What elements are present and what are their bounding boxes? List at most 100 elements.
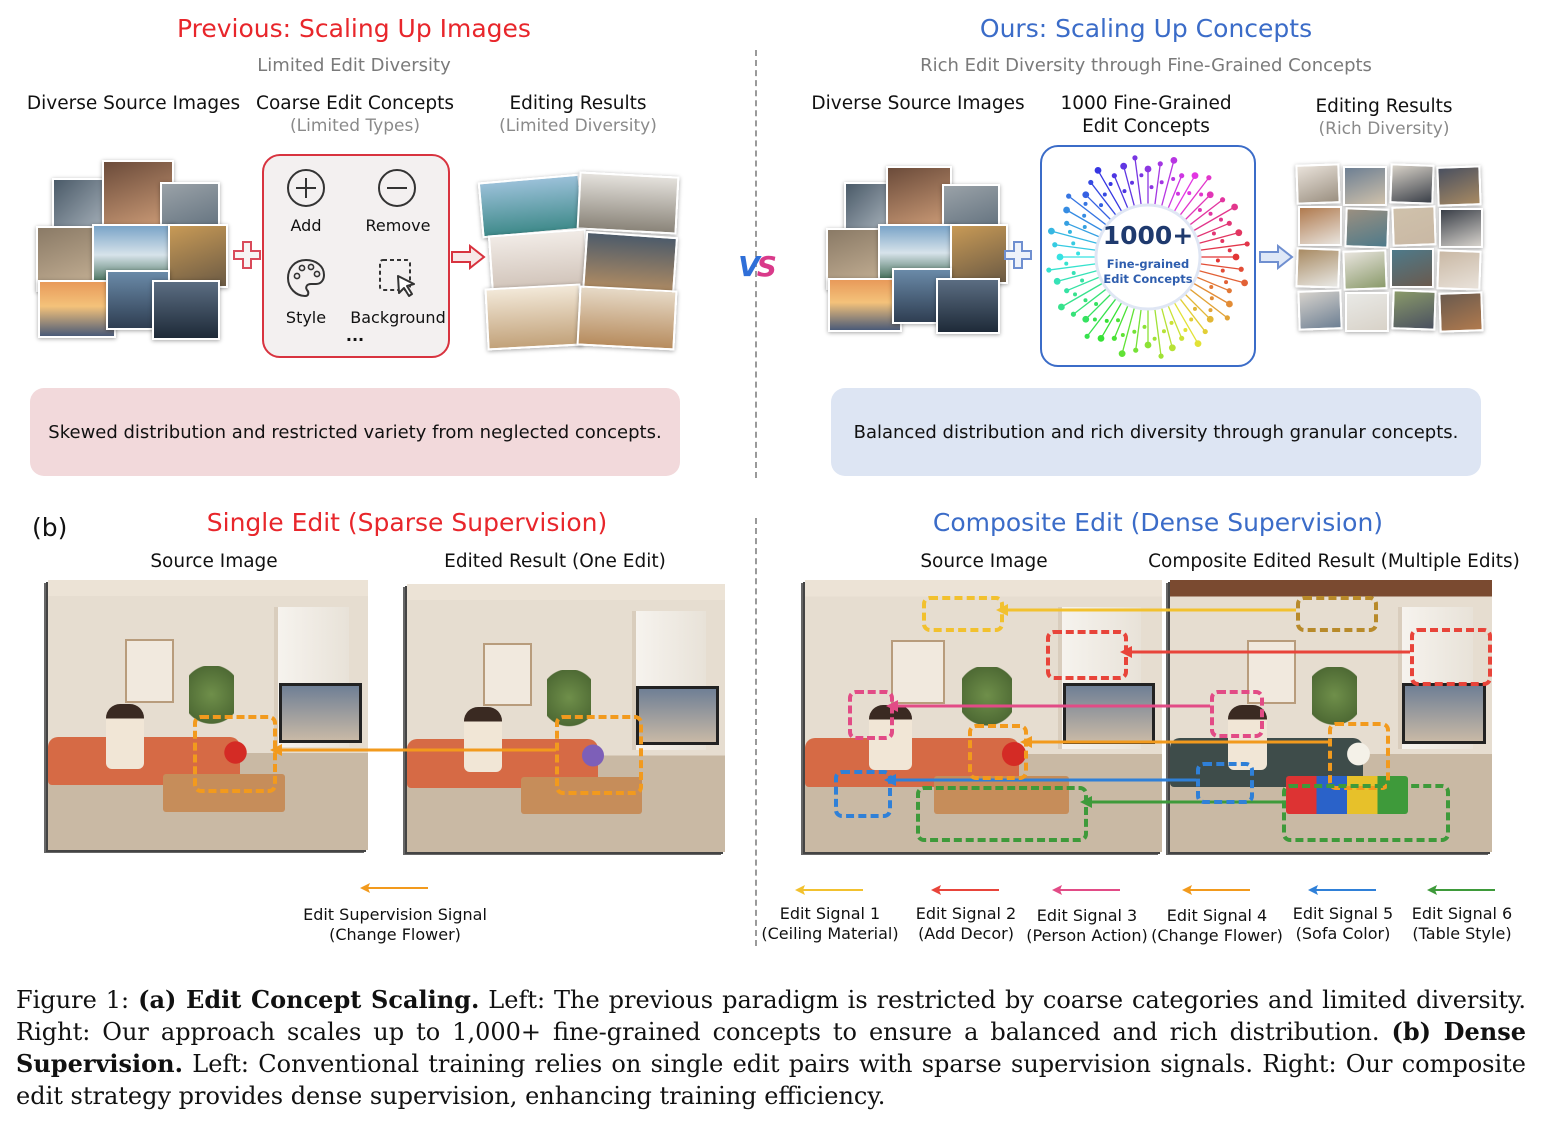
signal-6-desc: (Table Style) [1412, 924, 1512, 943]
photo-dog [168, 224, 228, 288]
concept-spoke [1172, 175, 1196, 215]
concept-node [1235, 229, 1243, 237]
concept-node [1241, 279, 1248, 287]
concept-node [1179, 173, 1185, 179]
coarse-concepts-box [262, 154, 450, 358]
concept-spoke [1097, 170, 1124, 215]
concept-node [1206, 315, 1214, 323]
single-result-flower-box [555, 715, 643, 795]
concept-spoke [1187, 286, 1228, 319]
concept-node [1132, 155, 1138, 161]
concept-node [1088, 179, 1094, 186]
concept-node [1211, 231, 1216, 236]
concept-node [1094, 166, 1102, 174]
background-select-icon [379, 259, 415, 297]
cmp-res-ceiling-box [1296, 596, 1378, 632]
concept-spoke [1135, 306, 1143, 351]
signal-6-label: Edit Signal 6 [1411, 904, 1513, 923]
divider-a [755, 50, 757, 478]
photo-sunset [38, 280, 116, 338]
single-signal-arrow [360, 883, 428, 893]
badge-line1: Fine-grained [1106, 257, 1190, 271]
photo-dog [950, 224, 1008, 284]
signal-4-label: Edit Signal 4 [1166, 906, 1268, 925]
concept-node [1208, 211, 1213, 216]
plus-icon [233, 241, 261, 269]
concept-node [1187, 191, 1192, 196]
arrow-right-icon-blue [1259, 244, 1294, 270]
concept-node [1067, 229, 1072, 234]
concept-node [1144, 341, 1152, 349]
single-signal-line2: (Change Flower) [329, 925, 461, 944]
concept-node [1076, 251, 1081, 256]
concept-spoke [1086, 296, 1119, 337]
concept-node [1157, 161, 1163, 167]
concept-spoke [1187, 199, 1223, 228]
concept-node [1064, 288, 1070, 294]
wall-art [483, 642, 532, 706]
concept-node [1070, 311, 1077, 317]
concept-node [1083, 298, 1088, 303]
right-col2-head-line2: Edit Concepts [1082, 116, 1210, 137]
concept-node [1189, 317, 1194, 322]
rich-result-thumb [1439, 208, 1483, 248]
signal-1-label: Edit Signal 1 [779, 904, 881, 923]
signal-4-arrow [1182, 885, 1250, 895]
concept-node [1139, 173, 1144, 178]
single-source-flower-box [193, 715, 277, 793]
concept-node [1215, 258, 1220, 263]
op-remove-label: Remove [365, 216, 431, 235]
concept-node [1175, 191, 1180, 196]
rich-result-thumb [1390, 248, 1434, 288]
rich-result-thumb [1343, 166, 1387, 206]
badge-number: 1000+ [1102, 221, 1194, 250]
caption-b-bold: (b) Dense Supervision. [16, 1017, 1526, 1078]
concept-spoke [1113, 175, 1130, 212]
concept-node [1206, 191, 1214, 199]
coffee-table [521, 776, 643, 815]
concept-node [1066, 193, 1072, 199]
coffee-table [933, 775, 1070, 814]
concept-node [1218, 217, 1223, 222]
left-col2-sub: (Limited Types) [290, 116, 420, 136]
concept-node [1179, 335, 1185, 341]
concept-spoke [1085, 194, 1114, 223]
left-col2-head: Coarse Edit Concepts [256, 93, 454, 114]
left-title: Previous: Scaling Up Images [177, 14, 531, 43]
signal-3-desc: (Person Action) [1026, 926, 1148, 945]
concept-spoke [1066, 222, 1103, 239]
concept-spoke [1100, 299, 1124, 339]
add-icon [287, 169, 325, 207]
ops-ellipsis: ... [345, 326, 365, 345]
caption-fig-label: Figure 1: [16, 986, 130, 1014]
signal-1-arrow [795, 885, 863, 895]
arrow-right-icon [451, 244, 486, 270]
remove-icon [378, 169, 416, 207]
concept-node [1191, 172, 1199, 179]
signal-5-desc: (Sofa Color) [1295, 924, 1391, 943]
concept-node [1224, 280, 1229, 285]
cmp-src-table-box [916, 786, 1088, 842]
rich-result-thumb [1298, 206, 1342, 246]
concept-spoke [1166, 175, 1183, 212]
rich-results-grid [1295, 163, 1486, 333]
concept-spoke [1182, 194, 1211, 223]
concept-spoke [1182, 291, 1211, 320]
concept-node [1209, 296, 1214, 301]
concept-spoke [1172, 299, 1199, 344]
concept-node [1144, 165, 1152, 173]
left-col3-sub: (Limited Diversity) [499, 116, 657, 136]
palette-icon [286, 258, 326, 298]
concept-node [1194, 340, 1202, 348]
concept-node [1111, 173, 1117, 179]
concept-node [1220, 239, 1225, 244]
cmp-res-flower-box [1328, 722, 1390, 790]
plus-icon-blue [1004, 241, 1032, 269]
cmp-src-ceiling-box [922, 596, 1004, 632]
concept-spoke [1054, 244, 1099, 252]
concept-node [1071, 270, 1076, 275]
part-b-label: (b) [32, 513, 68, 542]
cmp-src-flower-box [968, 724, 1028, 780]
concept-spoke [1193, 222, 1230, 239]
signal-2-desc: (Add Decor) [918, 924, 1014, 943]
